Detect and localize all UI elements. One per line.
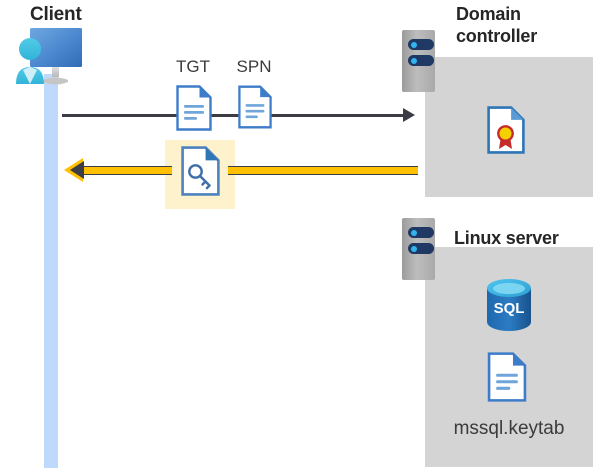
spn-document-icon bbox=[238, 85, 272, 129]
linux-server-server-rack-icon bbox=[402, 218, 435, 280]
rack-bar-bottom bbox=[408, 55, 434, 66]
rack-led-icon bbox=[410, 41, 417, 48]
reply-connector-line-left bbox=[80, 166, 172, 175]
tgt-document-icon bbox=[176, 85, 212, 131]
domain-controller-server-rack-icon bbox=[402, 30, 435, 92]
spn-label: SPN bbox=[236, 57, 272, 76]
request-arrowhead-icon bbox=[403, 108, 415, 122]
keytab-filename-label: mssql.keytab bbox=[453, 418, 565, 439]
sql-database-label: SQL bbox=[494, 300, 525, 317]
keytab-document-icon bbox=[487, 352, 527, 402]
reply-arrowhead-icon bbox=[70, 161, 84, 179]
domain-controller-title-line2: controller bbox=[456, 26, 538, 46]
certificate-document-icon bbox=[487, 106, 525, 154]
rack-bar-top bbox=[408, 39, 434, 50]
reply-connector-line-right bbox=[228, 166, 418, 175]
rack-bar-top bbox=[408, 227, 434, 238]
rack-led-icon bbox=[410, 229, 417, 236]
rack-led-icon bbox=[410, 57, 417, 64]
domain-controller-title-line1: Domain bbox=[456, 4, 521, 24]
rack-led-icon bbox=[410, 245, 417, 252]
client-title: Client bbox=[30, 4, 82, 25]
tgt-label: TGT bbox=[176, 57, 210, 76]
rack-bar-bottom bbox=[408, 243, 434, 254]
client-workstation-icon bbox=[10, 26, 92, 88]
client-lifeline bbox=[44, 74, 58, 468]
service-ticket-key-document-icon bbox=[181, 146, 220, 196]
linux-server-title: Linux server bbox=[454, 228, 559, 248]
sql-database-icon: SQL bbox=[483, 276, 535, 334]
request-connector-line bbox=[62, 114, 407, 117]
